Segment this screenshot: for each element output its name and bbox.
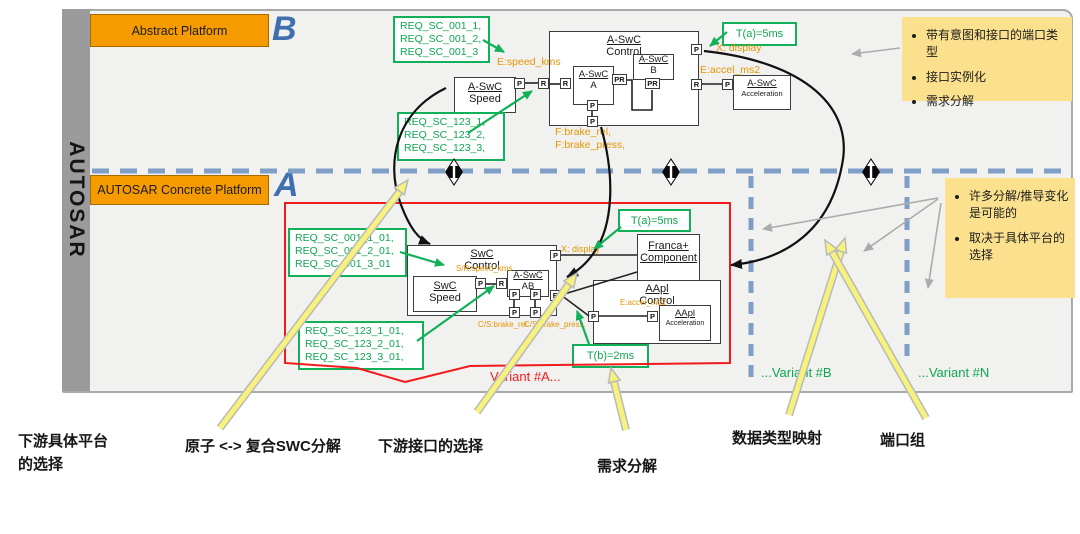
component-aswc-b: A-SwC B <box>633 54 674 80</box>
annotation-req-decomposition: 需求分解 <box>597 458 658 475</box>
label-e-accel-ms2-concrete: E:accel_ms2 <box>620 298 666 307</box>
aswc-control-title: A-SwC <box>606 34 642 46</box>
component-aapl-acceleration: AApl Acceleration <box>659 305 711 341</box>
aswc-b-subtitle: B <box>650 64 657 76</box>
component-aswc-speed: A-SwC Speed <box>454 77 516 113</box>
timing-box-ta-concrete: T(a)=5ms <box>618 209 691 232</box>
req-box-concrete-123: REQ_SC_123_1_01, REQ_SC_123_2_01, REQ_SC… <box>298 321 424 370</box>
port-a-bottom-p: P <box>587 100 598 111</box>
annotation-interface-choice: 下游接口的选择 <box>378 438 484 455</box>
swc-control-title: SwC <box>470 248 494 260</box>
label-x-display-concrete: X: display <box>561 244 601 254</box>
concrete-platform-letter: A <box>274 166 299 204</box>
aswc-control-subtitle: Control <box>606 46 642 59</box>
abstract-platform-label: Abstract Platform <box>131 23 228 38</box>
port-swc-bottom-p2: P <box>530 307 541 318</box>
aapl-accel-subtitle: Acceleration <box>665 319 705 327</box>
note-item: 接口实例化 <box>926 69 1066 86</box>
req-box-concrete-001: REQ_SC_001_1_01, REQ_SC_001_2_01, REQ_SC… <box>288 228 407 277</box>
franca-title: Franca+ <box>648 240 689 252</box>
req-box-abstract-001: REQ_SC_001_1, REQ_SC_001_2, REQ_SC_001_3 <box>393 16 490 63</box>
aswc-accel-subtitle: Acceleration <box>741 88 783 98</box>
concrete-platform-label: AUTOSAR Concrete Platform <box>97 183 262 197</box>
port-swc-bottom-p1: P <box>509 307 520 318</box>
concrete-platform-header: AUTOSAR Concrete Platform <box>90 175 269 205</box>
port-swc-right-r: R <box>550 290 561 301</box>
aswc-speed-title: A-SwC <box>467 81 503 93</box>
label-e-speed-kms: E:speed_kms <box>497 56 561 68</box>
note-item: 带有意图和接口的端口类型 <box>926 27 1066 62</box>
component-franca: Franca+ Component <box>637 234 700 283</box>
label-cs-brake-press: C/S:brake_press. <box>524 320 586 329</box>
req-box-abstract-123: REQ_SC_123_1, REQ_SC_123_2, REQ_SC_123_3… <box>397 112 505 161</box>
port-swc-speed-p: P <box>475 278 486 289</box>
port-control-bottom-p: P <box>587 116 598 127</box>
aswc-b-title: A-SwC <box>638 54 669 65</box>
label-cs-brake-rel: C/S:brake_rel <box>478 320 527 329</box>
aswc-a-subtitle: A <box>590 79 597 91</box>
port-aapl-accel-p: P <box>647 311 658 322</box>
annotation-port-group: 端口组 <box>880 432 926 449</box>
label-f-brake: F:brake_rel, F:brake_press, <box>555 126 626 152</box>
timing-box-tb-concrete: T(b)=2ms <box>572 344 649 368</box>
component-aswc-acceleration: A-SwC Acceleration <box>733 75 791 110</box>
label-x-display-abstract: X: display <box>716 42 762 54</box>
annotation-platform-choice: 下游具体平台 的选择 <box>18 433 109 474</box>
aswc-a-title: A-SwC <box>578 69 609 80</box>
franca-subtitle: Component <box>640 252 697 265</box>
variant-b-label: ...Variant #B <box>761 365 832 380</box>
port-speed-p: P <box>514 78 525 89</box>
aapl-accel-title: AApl <box>674 308 696 319</box>
port-aapl-left-p: P <box>588 311 599 322</box>
aswc-speed-subtitle: Speed <box>469 93 501 106</box>
label-sr-speed-kms: S/R:speed_kms <box>456 264 513 273</box>
abstract-platform-letter: B <box>272 10 297 48</box>
variant-a-label: Variant #A... <box>490 369 561 384</box>
port-b-pr: PR <box>645 78 660 89</box>
abstract-platform-header: Abstract Platform <box>90 14 269 47</box>
note-item: 许多分解/推导变化是可能的 <box>969 188 1069 223</box>
annotation-datatype-mapping: 数据类型映射 <box>732 430 823 447</box>
annotation-atomic-composite: 原子 <-> 复合SWC分解 <box>185 438 341 455</box>
aapl-control-title: AApl <box>645 283 669 295</box>
note-abstract-platform: 带有意图和接口的端口类型 接口实例化 需求分解 <box>902 17 1072 108</box>
port-acceleration-p: P <box>722 79 733 90</box>
swc-speed-subtitle: Speed <box>429 292 461 305</box>
label-e-accel-ms2-abstract: E:accel_ms2 <box>700 64 761 76</box>
autosar-sidebar: AUTOSAR <box>62 9 90 391</box>
port-ab-bottom-p1: P <box>509 289 520 300</box>
autosar-sidebar-label: AUTOSAR <box>65 141 88 259</box>
note-concrete-platform: 许多分解/推导变化是可能的 取决于具体平台的选择 <box>945 178 1075 298</box>
port-a-left-r: R <box>560 78 571 89</box>
port-ab-left-r: R <box>496 278 507 289</box>
variant-n-label: ...Variant #N <box>918 365 990 380</box>
port-control-edge-r: R <box>538 78 549 89</box>
note-item: 取决于具体平台的选择 <box>969 230 1069 265</box>
component-swc-speed: SwC Speed <box>413 276 477 312</box>
port-ab-bottom-p2: P <box>530 289 541 300</box>
note-item: 需求分解 <box>926 93 1066 110</box>
port-control-accel-r: R <box>691 79 702 90</box>
port-a-pr: PR <box>612 74 627 85</box>
port-swc-display-p: P <box>550 250 561 261</box>
swc-speed-title: SwC <box>433 280 457 292</box>
port-control-display-p: P <box>691 44 702 55</box>
component-aswc-a: A-SwC A <box>573 66 614 105</box>
